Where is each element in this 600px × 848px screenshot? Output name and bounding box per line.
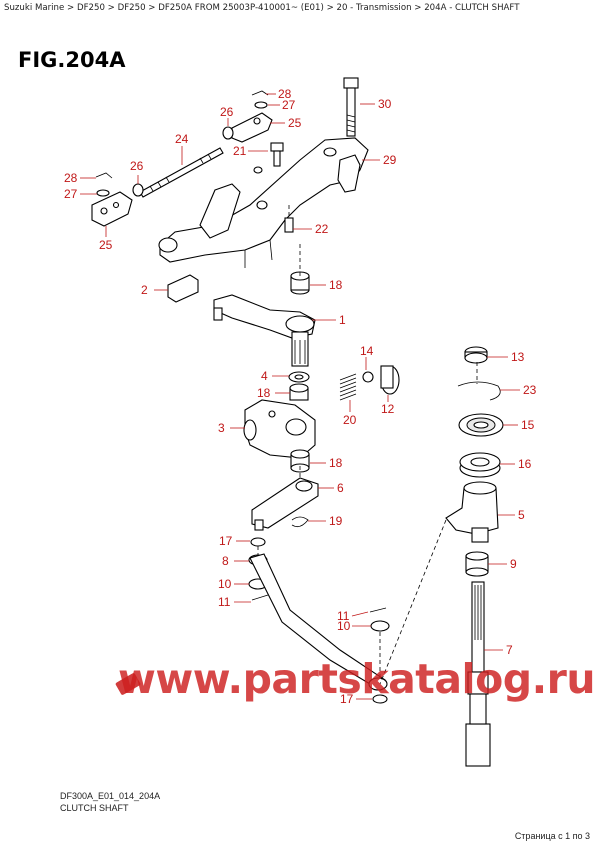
pin-part-22 <box>284 205 294 233</box>
callout-12: 12 <box>381 402 395 416</box>
bearing-part-15 <box>458 413 504 437</box>
clip-part-28-lower <box>95 172 113 179</box>
drawing-code: DF300A_E01_014_204A <box>60 791 161 801</box>
callout-27-left: 27 <box>64 187 78 201</box>
link-rod <box>249 553 388 691</box>
roller-part-12 <box>380 365 400 395</box>
leader-lines <box>80 93 520 700</box>
lever-part-1 <box>213 294 316 367</box>
callout-13: 13 <box>511 350 525 364</box>
callout-17-left: 17 <box>219 534 233 548</box>
holder-part-5 <box>445 481 499 543</box>
callout-4: 4 <box>261 369 268 383</box>
pin-part-11-right <box>369 607 387 613</box>
rod-end-upper-part-25 <box>231 112 273 143</box>
callout-28-top: 28 <box>278 87 292 101</box>
callout-11-right: 11 <box>337 609 350 623</box>
callout-6: 6 <box>337 481 344 495</box>
callout-10-right: 10 <box>337 619 351 633</box>
callout-21: 21 <box>233 144 247 158</box>
clutch-shaft-part-7 <box>465 581 491 767</box>
watermark-text: www.partskatalog.ru <box>118 655 596 703</box>
bushing-part-18-top <box>290 271 310 295</box>
callout-24: 24 <box>175 132 189 146</box>
bolt-part-30 <box>343 77 359 137</box>
callout-27-top: 27 <box>282 98 296 112</box>
callout-30: 30 <box>378 97 392 111</box>
callout-10-left: 10 <box>218 577 232 591</box>
drawing-name: CLUTCH SHAFT <box>60 803 129 813</box>
nut-part-26-lower <box>132 183 144 197</box>
plug-part-13 <box>464 346 488 364</box>
callout-3: 3 <box>218 421 225 435</box>
arm-part-6 <box>251 477 319 531</box>
callout-17-right: 17 <box>340 692 354 706</box>
washer-part-10-right <box>370 620 390 632</box>
callout-19: 19 <box>329 514 343 528</box>
callout-9: 9 <box>510 557 517 571</box>
washer-part-17-right <box>372 694 388 704</box>
breadcrumb: Suzuki Marine > DF250 > DF250 > DF250A F… <box>4 3 520 13</box>
callout-28-left: 28 <box>64 171 78 185</box>
clip-part-19 <box>291 516 309 528</box>
callout-5: 5 <box>518 508 525 522</box>
callout-22: 22 <box>315 222 329 236</box>
callout-15: 15 <box>521 418 535 432</box>
callout-7: 7 <box>506 643 513 657</box>
spring-part-20 <box>339 373 357 401</box>
callout-26-left: 26 <box>130 159 144 173</box>
callout-8: 8 <box>222 554 229 568</box>
bolt-part-21 <box>270 142 284 167</box>
figure-title: FIG.204A <box>18 48 126 72</box>
bracket-part-29 <box>158 137 369 268</box>
callout-16: 16 <box>518 457 532 471</box>
washer-part-27-lower <box>96 189 110 197</box>
callout-2: 2 <box>141 283 148 297</box>
callout-11-left: 11 <box>218 595 231 609</box>
callout-25-left: 25 <box>99 238 113 252</box>
nut-part-26 <box>222 126 234 140</box>
gear-part-16 <box>459 452 501 478</box>
rod-end-lower-part-25 <box>91 191 133 227</box>
clip-part-28 <box>251 90 269 96</box>
callout-26-top: 26 <box>220 105 234 119</box>
rod-part-24 <box>139 147 224 198</box>
snap-ring-part-23 <box>457 381 501 401</box>
clip-part-2 <box>167 274 199 303</box>
callout-18-top: 18 <box>329 278 343 292</box>
collar-part-9 <box>465 551 489 577</box>
callout-23: 23 <box>523 383 537 397</box>
housing-part-3 <box>243 399 316 459</box>
callout-29: 29 <box>383 153 397 167</box>
washer-part-27 <box>254 101 268 109</box>
callout-25-top: 25 <box>288 116 302 130</box>
pin-part-11 <box>251 594 269 601</box>
callout-14: 14 <box>360 344 374 358</box>
washer-part-17 <box>250 537 266 547</box>
callout-1: 1 <box>339 313 346 327</box>
bushing-part-18-lower <box>290 449 310 473</box>
ball-part-14 <box>362 371 374 383</box>
bushing-part-18-middle <box>289 383 309 401</box>
callout-numbers: 28 27 26 25 24 26 21 28 27 25 30 29 22 2… <box>64 87 537 706</box>
callout-20: 20 <box>343 413 357 427</box>
page-count: Страница с 1 по 3 <box>514 831 590 841</box>
callout-18-middle: 18 <box>257 386 271 400</box>
callout-18-lower: 18 <box>329 456 343 470</box>
